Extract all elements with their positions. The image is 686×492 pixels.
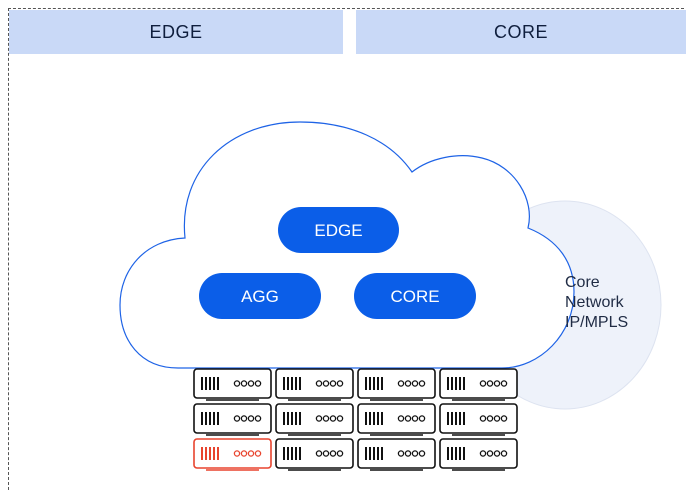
server-unit <box>357 403 436 436</box>
core-node-label: CORE <box>390 287 439 306</box>
edge-node: EDGE <box>278 207 399 253</box>
core-header-label: CORE <box>493 21 548 42</box>
server-unit <box>439 403 518 436</box>
server-unit <box>193 403 272 436</box>
core-network-line-1: Core <box>565 274 600 291</box>
server-unit <box>439 438 518 471</box>
agg-node-label: AGG <box>241 287 279 306</box>
core-network-line-2: Network <box>565 294 624 311</box>
agg-node: AGG <box>199 273 321 319</box>
server-unit <box>439 368 518 401</box>
server-rack-grid <box>193 368 518 471</box>
server-unit <box>275 368 354 401</box>
core-node: CORE <box>354 273 476 319</box>
server-unit <box>193 368 272 401</box>
server-unit <box>275 403 354 436</box>
server-unit <box>357 438 436 471</box>
server-unit <box>357 368 436 401</box>
core-network-label: Core Network IP/MPLS <box>565 273 628 333</box>
server-unit-alert <box>193 438 272 471</box>
server-unit <box>275 438 354 471</box>
frame-border <box>8 8 684 490</box>
core-network-line-3: IP/MPLS <box>565 314 629 331</box>
edge-header-label: EDGE <box>149 21 203 42</box>
edge-node-label: EDGE <box>314 221 362 240</box>
core-header: CORE <box>356 10 686 54</box>
edge-header: EDGE <box>9 10 343 54</box>
